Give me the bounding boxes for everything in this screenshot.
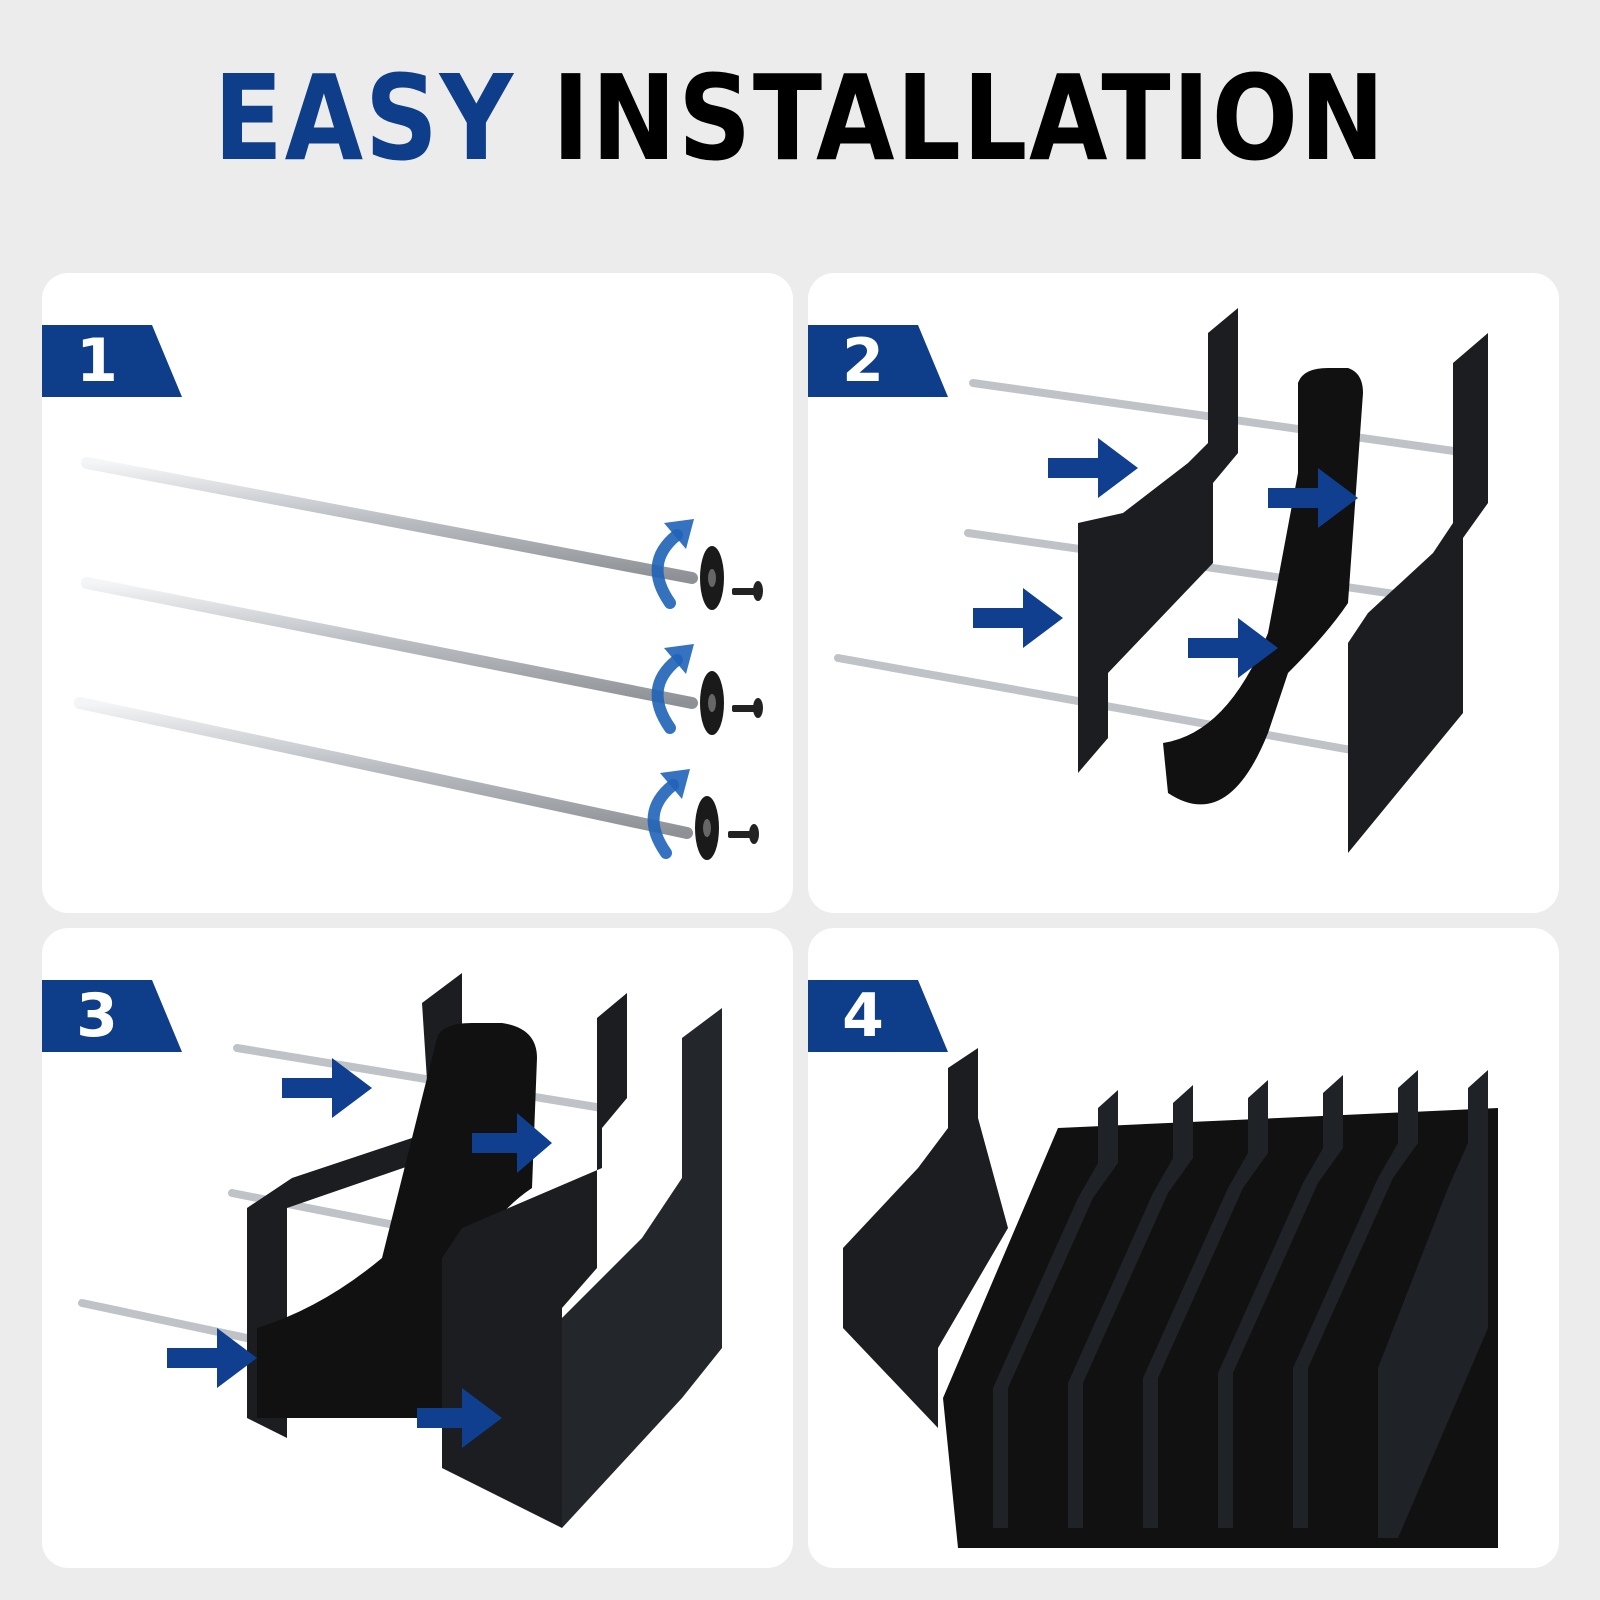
step-3-number: 3 bbox=[76, 981, 118, 1051]
right-side-plate bbox=[562, 1008, 722, 1528]
end-plate bbox=[843, 1048, 1008, 1428]
left-side-plate bbox=[1078, 308, 1238, 773]
step-3-badge: 3 bbox=[42, 980, 192, 1052]
step-4-badge: 4 bbox=[808, 980, 958, 1052]
divider-plates bbox=[993, 1070, 1488, 1538]
step-1-panel: 1 bbox=[42, 273, 793, 913]
step-4-panel: 4 bbox=[808, 928, 1559, 1568]
title-word-installation: INSTALLATION bbox=[551, 49, 1387, 187]
right-side-plate bbox=[1348, 333, 1488, 853]
screw-icon bbox=[728, 581, 763, 844]
foam-block bbox=[257, 1023, 537, 1418]
middle-side-plate bbox=[442, 993, 627, 1528]
blue-arrow-icon bbox=[167, 1058, 552, 1448]
step-1-badge: 1 bbox=[42, 325, 192, 397]
side-panel-and-foam-illustration bbox=[834, 308, 1488, 853]
step-1-number: 1 bbox=[76, 326, 118, 396]
rod-1 bbox=[81, 457, 698, 584]
foam-block bbox=[1163, 368, 1363, 805]
step-4-number: 4 bbox=[842, 981, 884, 1051]
washer-icon bbox=[695, 546, 724, 860]
blue-arrow-icon bbox=[973, 438, 1358, 678]
step-3-panel: 3 bbox=[42, 928, 793, 1568]
page-title: EASY INSTALLATION bbox=[112, 48, 1488, 188]
assembly-continuation-illustration bbox=[78, 973, 722, 1528]
rod-3 bbox=[74, 697, 693, 839]
title-word-easy: EASY bbox=[213, 49, 515, 187]
rotate-arrow-icon bbox=[647, 529, 683, 859]
step-2-panel: 2 bbox=[808, 273, 1559, 913]
step-2-number: 2 bbox=[842, 326, 884, 396]
rods-and-fasteners-illustration bbox=[74, 457, 763, 860]
completed-rack-illustration bbox=[843, 1048, 1498, 1548]
rod-2 bbox=[81, 577, 698, 709]
step-2-badge: 2 bbox=[808, 325, 958, 397]
